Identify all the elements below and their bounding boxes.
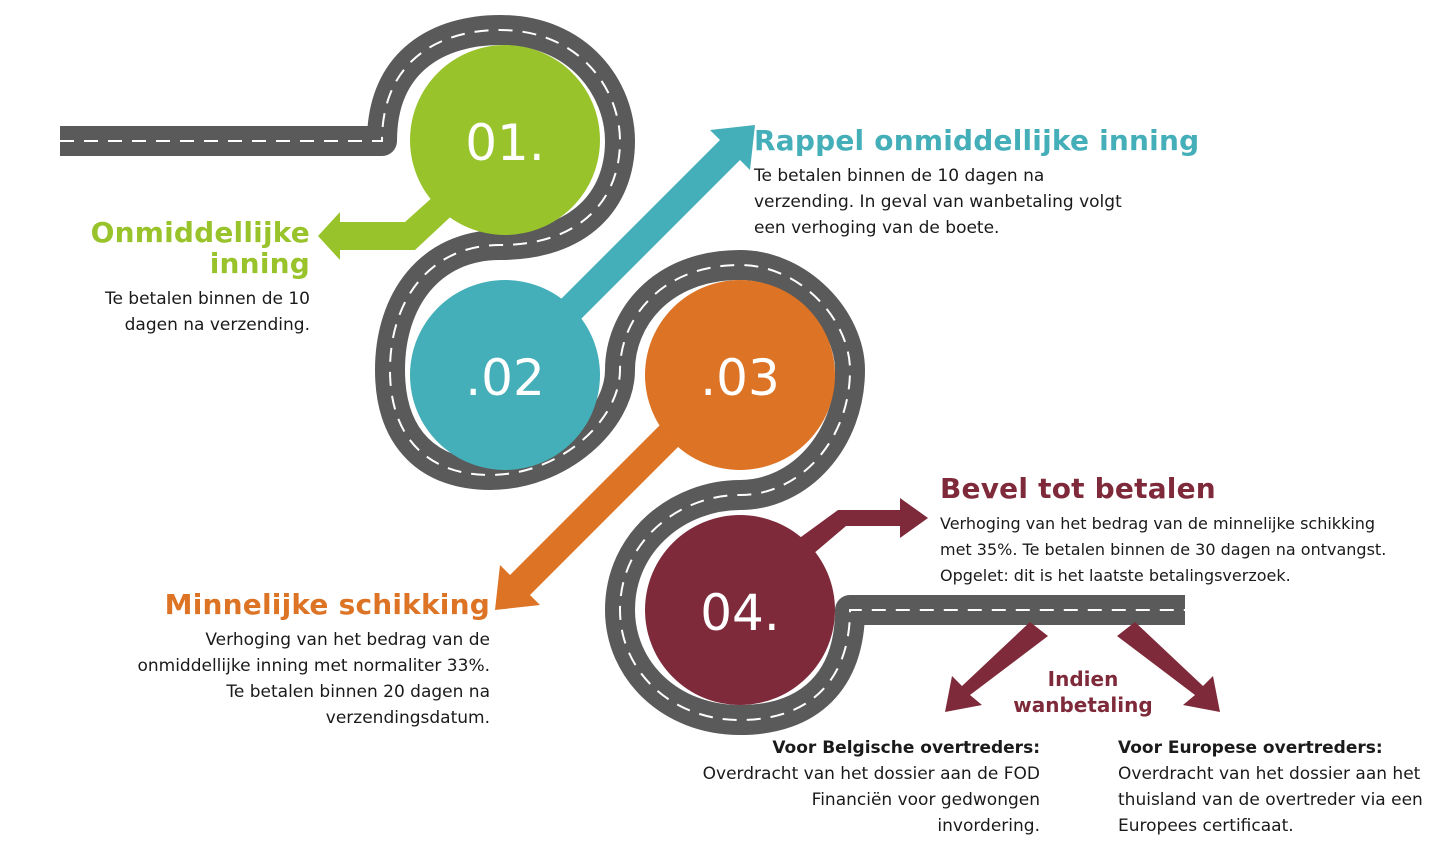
step-circle-3: .03 (645, 280, 835, 470)
step-3-line-3: Te betalen binnen 20 dagen na (226, 681, 490, 702)
outcome-belgian-line-1: Overdracht van het dossier aan de FOD (702, 764, 1040, 784)
winding-road (60, 15, 1185, 735)
step-1-text: Onmiddellijke inning Te betalen binnen d… (0, 216, 310, 338)
outcome-belgian-title: Voor Belgische overtreders: (772, 738, 1040, 758)
road-lane-marking (60, 28, 1185, 722)
step-circle-2: .02 (410, 280, 600, 470)
step-4-text: Bevel tot betalen Verhoging van het bedr… (940, 472, 1420, 589)
arrow-step-1 (318, 195, 460, 260)
step-4-line-3: Opgelet: dit is het laatste betalingsver… (940, 565, 1291, 585)
step-number-1: 01. (465, 114, 545, 172)
outcome-belgian: Voor Belgische overtreders: Overdracht v… (660, 735, 1040, 839)
arrow-outcome-european (1117, 622, 1220, 712)
step-1-line-1: Te betalen binnen de 10 (104, 288, 310, 309)
step-2-line-2: verzending. In geval van wanbetaling vol… (754, 191, 1122, 212)
outcome-european-title: Voor Europese overtreders: (1118, 738, 1383, 758)
step-3-line-2: onmiddellijke inning met normaliter 33%. (137, 655, 490, 676)
step-1-title: Onmiddellijke inning (90, 216, 310, 280)
arrow-outcome-belgian (945, 622, 1048, 712)
step-1-line-2: dagen na verzending. (124, 314, 310, 335)
outcome-belgian-line-3: invordering. (937, 816, 1040, 836)
step-number-2: .02 (465, 349, 545, 407)
outcome-belgian-line-2: Financiën voor gedwongen (811, 790, 1040, 810)
arrow-step-3 (495, 415, 690, 610)
step-4-title: Bevel tot betalen (940, 472, 1216, 505)
step-number-3: .03 (700, 349, 780, 407)
step-3-title: Minnelijke schikking (164, 588, 490, 621)
outcome-european-line-1: Overdracht van het dossier aan het (1118, 764, 1421, 784)
step-2-title: Rappel onmiddellijke inning (754, 124, 1200, 157)
step-3-line-4: verzendingsdatum. (325, 707, 490, 728)
step-2-line-3: een verhoging van de boete. (754, 217, 1000, 238)
outcome-european-line-3: Europees certificaat. (1118, 816, 1294, 836)
arrow-step-2 (560, 125, 755, 320)
step-circle-4: 04. (645, 515, 835, 705)
condition-line-1: Indien (1047, 667, 1119, 691)
step-2-text: Rappel onmiddellijke inning Te betalen b… (754, 124, 1214, 241)
outcome-european-line-2: thuisland van de overtreder via een (1118, 790, 1423, 810)
outcome-european: Voor Europese overtreders: Overdracht va… (1118, 735, 1428, 839)
condition-label: Indien wanbetaling (1003, 666, 1163, 718)
step-2-line-1: Te betalen binnen de 10 dagen na (754, 165, 1045, 186)
step-3-text: Minnelijke schikking Verhoging van het b… (100, 588, 490, 731)
arrow-step-4 (790, 498, 928, 560)
step-4-line-1: Verhoging van het bedrag van de minnelij… (940, 513, 1376, 533)
condition-line-2: wanbetaling (1013, 693, 1153, 717)
step-3-line-1: Verhoging van het bedrag van de (205, 629, 490, 650)
step-number-4: 04. (700, 584, 780, 642)
step-4-line-2: met 35%. Te betalen binnen de 30 dagen n… (940, 539, 1387, 559)
step-circle-1: 01. (410, 45, 600, 235)
